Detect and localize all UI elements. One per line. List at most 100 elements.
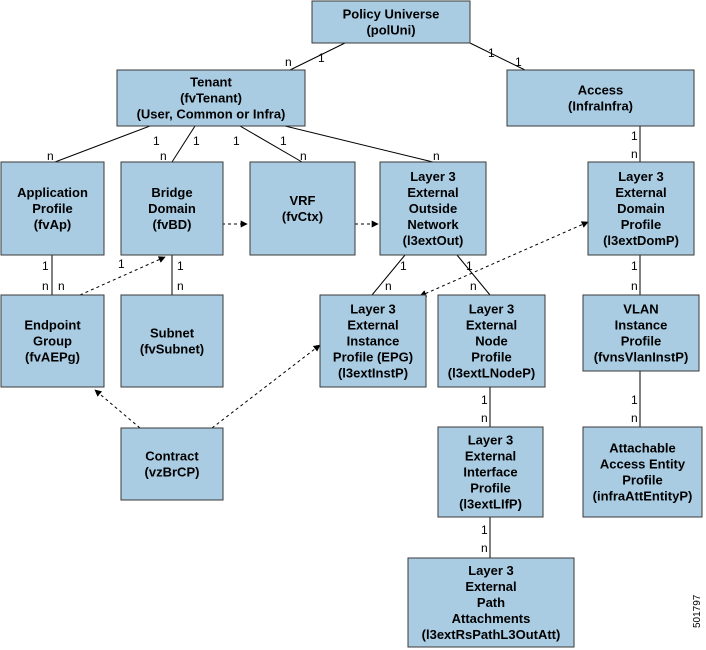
- card-label: 1: [466, 259, 473, 273]
- card-label: n: [470, 279, 477, 293]
- box-rect: [582, 294, 700, 372]
- node-fvctx: VRF(fvCtx): [249, 161, 356, 256]
- box-label-line: Layer 3: [469, 302, 515, 317]
- box-rect: [587, 161, 695, 256]
- card-label: n: [58, 279, 65, 293]
- box-label-line: (User, Common or Infra): [137, 107, 286, 122]
- box-label-line: Bridge: [151, 185, 192, 200]
- box-label-line: VRF: [290, 193, 316, 208]
- node-l3extlifp: Layer 3ExternalInterfaceProfile(l3extLIf…: [437, 426, 544, 518]
- card-label: n: [631, 147, 638, 161]
- rel-contract-epg: [94, 389, 141, 429]
- box-rect: [0, 294, 105, 388]
- box-label-line: Profile: [32, 201, 72, 216]
- card-label: 1: [481, 523, 488, 537]
- box-rect: [379, 161, 487, 256]
- box-label-line: Policy Universe: [343, 7, 440, 22]
- card-label: n: [177, 279, 184, 293]
- box-label-line: (polUni): [366, 23, 415, 38]
- box-rect: [319, 294, 427, 388]
- card-label: n: [47, 149, 54, 163]
- link-tenant-ap: [54, 125, 151, 163]
- box-label-line: Profile: [471, 350, 511, 365]
- box-rect: [116, 69, 306, 127]
- box-label-line: Contract: [145, 449, 199, 464]
- box-label-line: (l3extLIfP): [459, 497, 522, 512]
- link-tenant-bd: [171, 125, 196, 163]
- box-label-line: Access Entity: [600, 457, 686, 472]
- card-label: 1: [118, 257, 125, 271]
- node-fvsubnet: Subnet(fvSubnet): [120, 294, 224, 388]
- box-label-line: Instance: [347, 334, 400, 349]
- box-label-line: Group: [33, 334, 72, 349]
- box-label-line: (fvnsVlanInstP): [594, 350, 689, 365]
- card-label: 1: [481, 393, 488, 407]
- box-label-line: (l3extOut): [403, 233, 464, 248]
- box-label-line: (l3extInstP): [338, 366, 408, 381]
- box-label-line: Layer 3: [410, 169, 456, 184]
- cardinality-labels: 1 n 1 1 1 n 1 n 1 1 n n 1 n 1 n n 1 1 n …: [42, 46, 638, 555]
- link-poluni-tenant: [289, 42, 346, 71]
- box-label-line: (l3extLNodeP): [448, 366, 535, 381]
- card-label: n: [385, 279, 392, 293]
- box-rect: [120, 161, 224, 256]
- card-label: 1: [280, 134, 287, 148]
- node-vzbrcp: Contract(vzBrCP): [120, 427, 224, 501]
- box-label-line: Layer 3: [350, 302, 396, 317]
- box-label-line: Outside: [409, 201, 457, 216]
- box-rect: [506, 69, 695, 127]
- box-label-line: External: [465, 579, 516, 594]
- box-label-line: Network: [407, 217, 459, 232]
- node-infrainfra: Access(InfraInfra): [506, 69, 695, 127]
- box-label-line: (vzBrCP): [145, 465, 200, 480]
- box-label-line: Profile (EPG): [333, 350, 413, 365]
- box-label-line: Tenant: [190, 75, 232, 90]
- box-label-line: Path: [477, 595, 505, 610]
- card-label: 1: [631, 259, 638, 273]
- box-label-line: External: [466, 318, 517, 333]
- card-label: n: [300, 149, 307, 163]
- box-label-line: Endpoint: [24, 318, 81, 333]
- box-label-line: Profile: [621, 334, 661, 349]
- card-label: n: [285, 55, 292, 69]
- rel-instp-domp: [419, 221, 589, 297]
- box-rect: [120, 294, 224, 388]
- box-rect: [0, 161, 105, 256]
- box-label-line: (fvAp): [34, 217, 72, 232]
- node-l3extrspathl3outatt: Layer 3ExternalPathAttachments(l3extRsPa…: [407, 557, 575, 648]
- card-label: 1: [233, 134, 240, 148]
- card-label: 1: [515, 55, 522, 69]
- card-label: 1: [488, 46, 495, 60]
- link-tenant-vrf: [239, 125, 303, 163]
- box-label-line: Instance: [615, 318, 668, 333]
- box-rect: [582, 426, 703, 518]
- card-label: 1: [193, 134, 200, 148]
- box-label-line: External: [347, 318, 398, 333]
- box-label-line: Interface: [463, 465, 517, 480]
- link-l3out-instp: [371, 254, 406, 296]
- box-label-line: (fvTenant): [180, 91, 242, 106]
- box-label-line: Profile: [470, 481, 510, 496]
- figure-id: 501797: [692, 594, 703, 628]
- card-label: 1: [631, 393, 638, 407]
- card-label: n: [631, 279, 638, 293]
- box-label-line: Node: [475, 334, 508, 349]
- box-rect: [311, 0, 471, 44]
- box-label-line: Attachable: [609, 441, 675, 456]
- box-label-line: Access: [578, 83, 624, 98]
- card-label: n: [433, 149, 440, 163]
- box-label-line: Profile: [621, 217, 661, 232]
- box-label-line: (fvSubnet): [140, 342, 204, 357]
- node-fvtenant: Tenant(fvTenant)(User, Common or Infra): [116, 69, 306, 127]
- card-label: n: [42, 279, 49, 293]
- box-label-line: VLAN: [623, 302, 658, 317]
